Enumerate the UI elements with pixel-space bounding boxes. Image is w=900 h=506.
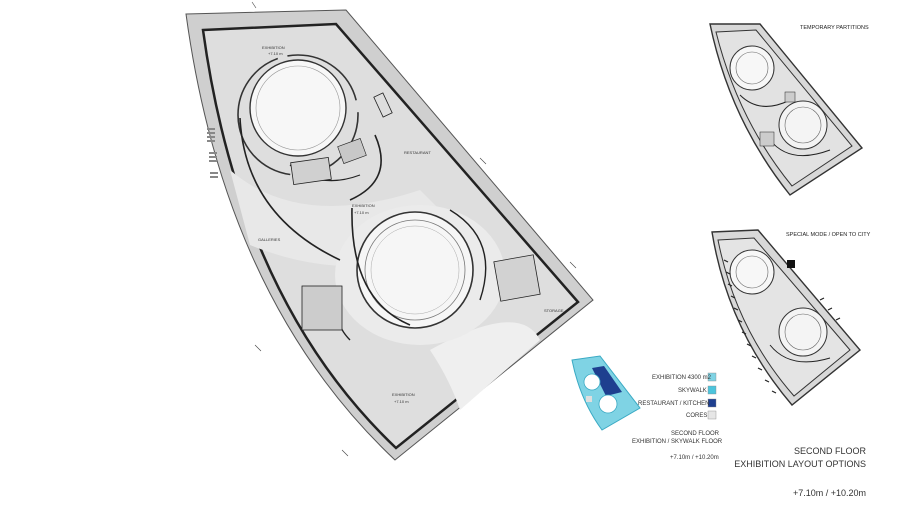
room-label: GALLERIES <box>258 237 281 242</box>
sheet-title-levels: +7.10m / +10.20m <box>793 488 866 498</box>
main-floor-plan <box>185 1 594 461</box>
legend-caption-line2: EXHIBITION / SKYWALK FLOOR <box>632 439 723 445</box>
upper-atrium <box>237 54 359 176</box>
legend-swatch-skywalk <box>707 385 717 395</box>
room-label: EXHIBITION <box>392 392 415 397</box>
core-north <box>290 157 332 185</box>
room-label: RESTAURANT <box>404 150 431 155</box>
legend-swatch-restaurant <box>707 398 717 408</box>
legend-swatches <box>707 372 717 420</box>
legend-label: SKYWALK <box>678 388 707 394</box>
sheet-title-line1: SECOND FLOOR <box>794 446 867 456</box>
legend-label: CORES <box>686 413 707 419</box>
option-label-special: SPECIAL MODE / OPEN TO CITY <box>786 232 871 238</box>
legend-swatch-cores <box>707 410 717 420</box>
room-label: STORAGE <box>544 308 564 313</box>
legend-label: RESTAURANT / KITCHEN <box>638 401 709 407</box>
room-level: +7.10 m <box>354 210 369 215</box>
room-label: EXHIBITION <box>352 203 375 208</box>
legend-label: EXHIBITION 4300 m2 <box>652 375 712 381</box>
core-west <box>301 285 343 331</box>
key-plan <box>571 355 641 431</box>
option-label-temporary: TEMPORARY PARTITIONS <box>800 25 869 31</box>
room-level: +7.10 m <box>394 399 409 404</box>
plan-labels: EXHIBITION +7.10 m RESTAURANT EXHIBITION… <box>258 25 871 498</box>
option-temporary-partitions <box>709 23 864 196</box>
room-label: EXHIBITION <box>262 45 285 50</box>
room-level: +7.10 m <box>268 51 283 56</box>
central-atrium <box>335 205 505 345</box>
option-special-mode <box>711 229 861 406</box>
core-east <box>493 254 541 302</box>
legend-caption-levels: +7.10m / +10.20m <box>670 455 719 461</box>
legend-caption-line1: SECOND FLOOR <box>671 431 720 437</box>
legend-swatch-exhibition <box>707 372 717 382</box>
sheet-title-line2: EXHIBITION LAYOUT OPTIONS <box>734 459 866 469</box>
